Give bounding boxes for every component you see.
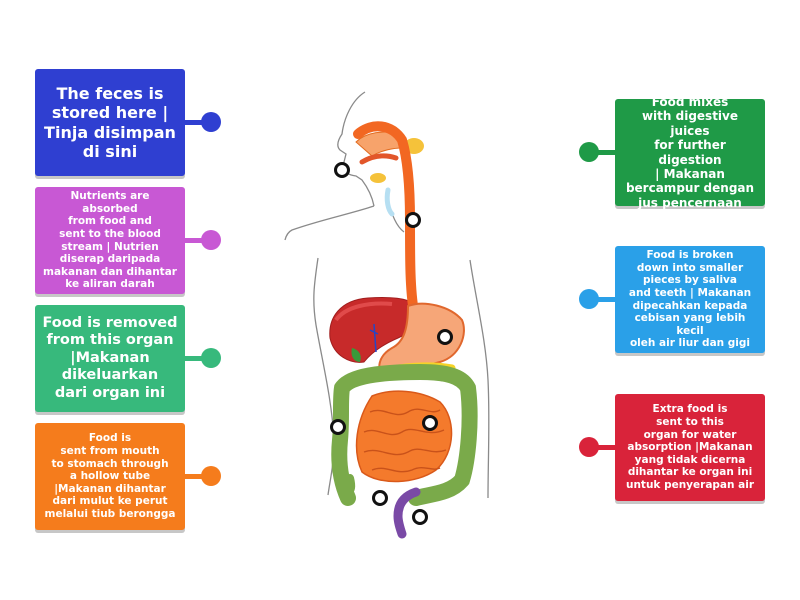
drag-handle-juices[interactable] <box>579 142 599 162</box>
drag-handle-saliva[interactable] <box>579 289 599 309</box>
drop-marker-small-intestine[interactable] <box>422 415 438 431</box>
label-feces[interactable]: The feces is stored here | Tinja disimpa… <box>35 69 185 176</box>
connector-nutrients <box>185 238 211 243</box>
connector-juices <box>589 150 615 155</box>
drag-handle-nutrients[interactable] <box>201 230 221 250</box>
connector-removed <box>185 356 211 361</box>
gallbladder-shape <box>351 348 361 362</box>
drag-handle-removed[interactable] <box>201 348 221 368</box>
trachea-shape <box>384 187 395 217</box>
esophagus-shape <box>353 121 419 317</box>
drop-marker-esophagus[interactable] <box>405 212 421 228</box>
label-saliva[interactable]: Food is broken down into smaller pieces … <box>615 246 765 353</box>
anus-shape <box>398 526 404 536</box>
connector-tube <box>185 474 211 479</box>
connector-feces <box>185 120 211 125</box>
connector-saliva <box>589 297 615 302</box>
drop-marker-stomach[interactable] <box>437 329 453 345</box>
label-tube[interactable]: Food is sent from mouth to stomach throu… <box>35 423 185 530</box>
appendix-shape <box>342 474 356 496</box>
label-juices[interactable]: Food mixes with digestive juices for fur… <box>615 95 765 210</box>
drag-handle-feces[interactable] <box>201 112 221 132</box>
small-intestine-folds <box>363 408 447 473</box>
label-nutrients[interactable]: Nutrients are absorbed from food and sen… <box>35 187 185 294</box>
bile-duct <box>369 323 379 353</box>
drag-handle-tube[interactable] <box>201 466 221 486</box>
drop-marker-large-intestine[interactable] <box>330 419 346 435</box>
drop-marker-anus[interactable] <box>412 509 428 525</box>
tongue-shape <box>359 153 399 165</box>
drag-handle-water[interactable] <box>579 437 599 457</box>
salivary-gland-lower <box>370 173 386 183</box>
label-removed[interactable]: Food is removed from this organ |Makanan… <box>35 305 185 412</box>
connector-water <box>589 445 615 450</box>
small-intestine-shape <box>355 390 453 483</box>
drop-marker-rectum[interactable] <box>372 490 388 506</box>
liver-highlight <box>334 301 393 322</box>
label-water[interactable]: Extra food is sent to this organ for wat… <box>615 394 765 501</box>
drop-marker-mouth[interactable] <box>334 162 350 178</box>
large-intestine-shape <box>331 363 478 506</box>
